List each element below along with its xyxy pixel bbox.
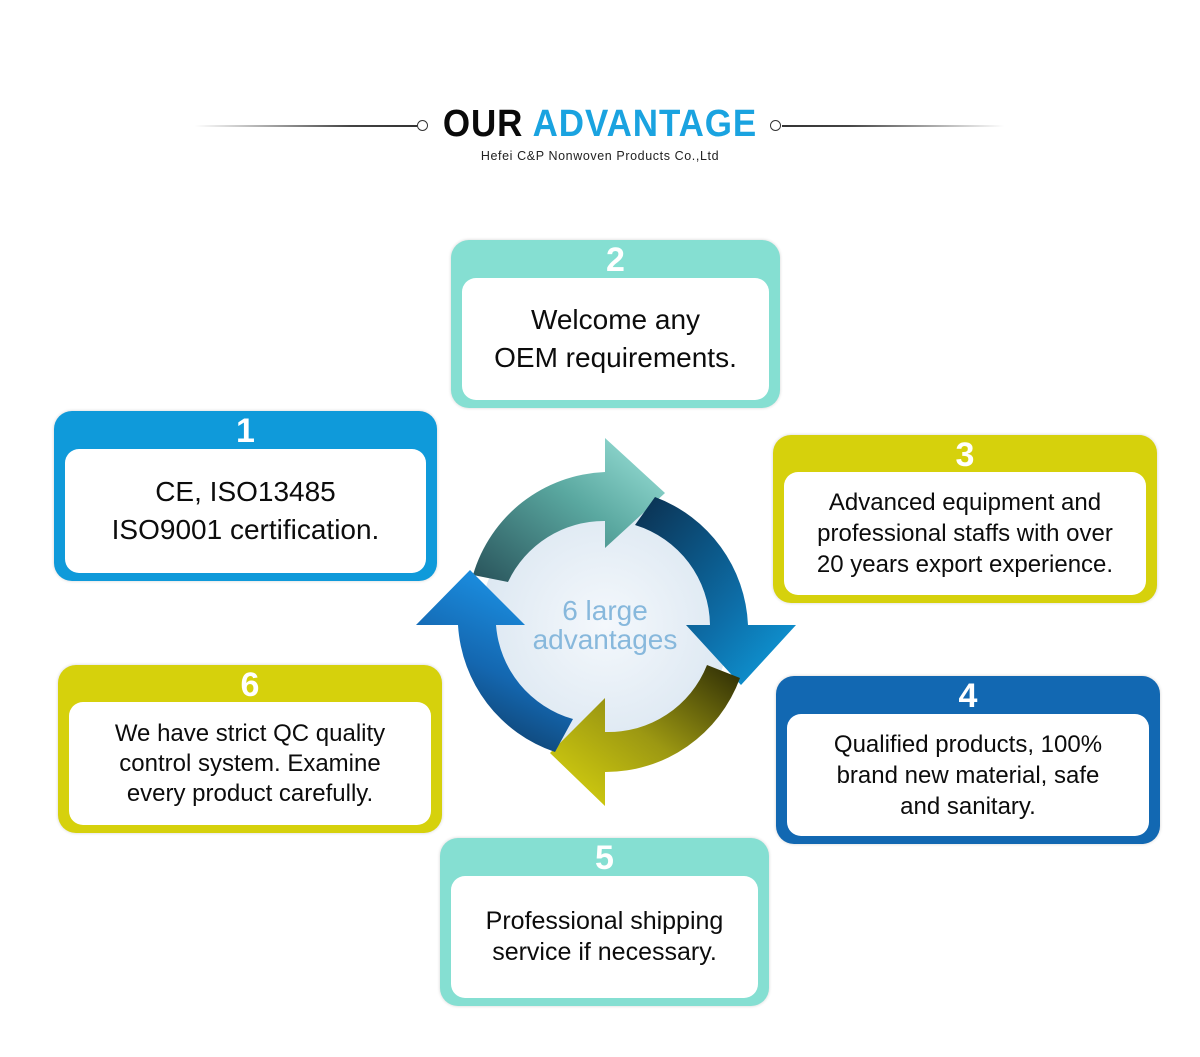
advantage-card-4: 4 Qualified products, 100% brand new mat… (776, 676, 1160, 844)
title-rule-right-dot (770, 120, 781, 131)
cycle-arrow-top (473, 438, 665, 582)
advantage-text-box: Qualified products, 100% brand new mater… (787, 714, 1149, 836)
advantage-card-5: 5 Professional shipping service if neces… (440, 838, 769, 1006)
advantage-number: 3 (955, 436, 975, 474)
advantage-card-6: 6 We have strict QC quality control syst… (58, 665, 442, 833)
cycle-center-disc (480, 500, 730, 750)
advantage-text-box: CE, ISO13485 ISO9001 certification. (65, 449, 426, 573)
advantage-text: Professional shipping service if necessa… (485, 907, 724, 966)
advantage-card-1: 1 CE, ISO13485 ISO9001 certification. (54, 411, 437, 581)
advantage-number: 5 (595, 839, 614, 877)
advantage-number: 6 (240, 666, 260, 704)
advantage-number: 4 (958, 677, 978, 715)
cycle-arrow-bottom (550, 665, 740, 806)
advantage-card-3: 3 Advanced equipment and professional st… (773, 435, 1157, 603)
advantage-text-box: Advanced equipment and professional staf… (784, 472, 1146, 595)
advantage-text: Welcome any OEM requirements. (494, 304, 737, 373)
advantage-text: CE, ISO13485 ISO9001 certification. (111, 476, 380, 545)
title-rule-left-dot (417, 120, 428, 131)
title-part-our: OUR (442, 103, 524, 145)
cycle-arrow-right (635, 497, 796, 685)
cycle-center-label: 6 large advantages (532, 595, 678, 655)
advantage-text-box: Professional shipping service if necessa… (451, 876, 758, 998)
company-subtitle: Hefei C&P Nonwoven Products Co.,Ltd (480, 149, 720, 163)
title-rule-left (195, 125, 417, 127)
title-rule-right (782, 125, 1004, 127)
advantage-number: 1 (236, 412, 255, 450)
page-title: OUR ADVANTAGE (48, 100, 1152, 148)
advantage-text: Advanced equipment and professional staf… (816, 489, 1114, 578)
advantage-text: Qualified products, 100% brand new mater… (833, 730, 1103, 820)
cycle-arrows-graphic (416, 438, 796, 806)
advantage-text-box: We have strict QC quality control system… (69, 702, 431, 825)
header: OUR ADVANTAGE Hefei C&P Nonwoven Product… (0, 0, 1200, 200)
title-part-advantage: ADVANTAGE (532, 103, 758, 145)
advantage-text-box: Welcome any OEM requirements. (462, 278, 769, 400)
advantage-text: We have strict QC quality control system… (114, 719, 386, 807)
advantage-number: 2 (606, 241, 625, 279)
advantage-card-2: 2 Welcome any OEM requirements. (451, 240, 780, 408)
cycle-arrow-left (416, 570, 573, 752)
